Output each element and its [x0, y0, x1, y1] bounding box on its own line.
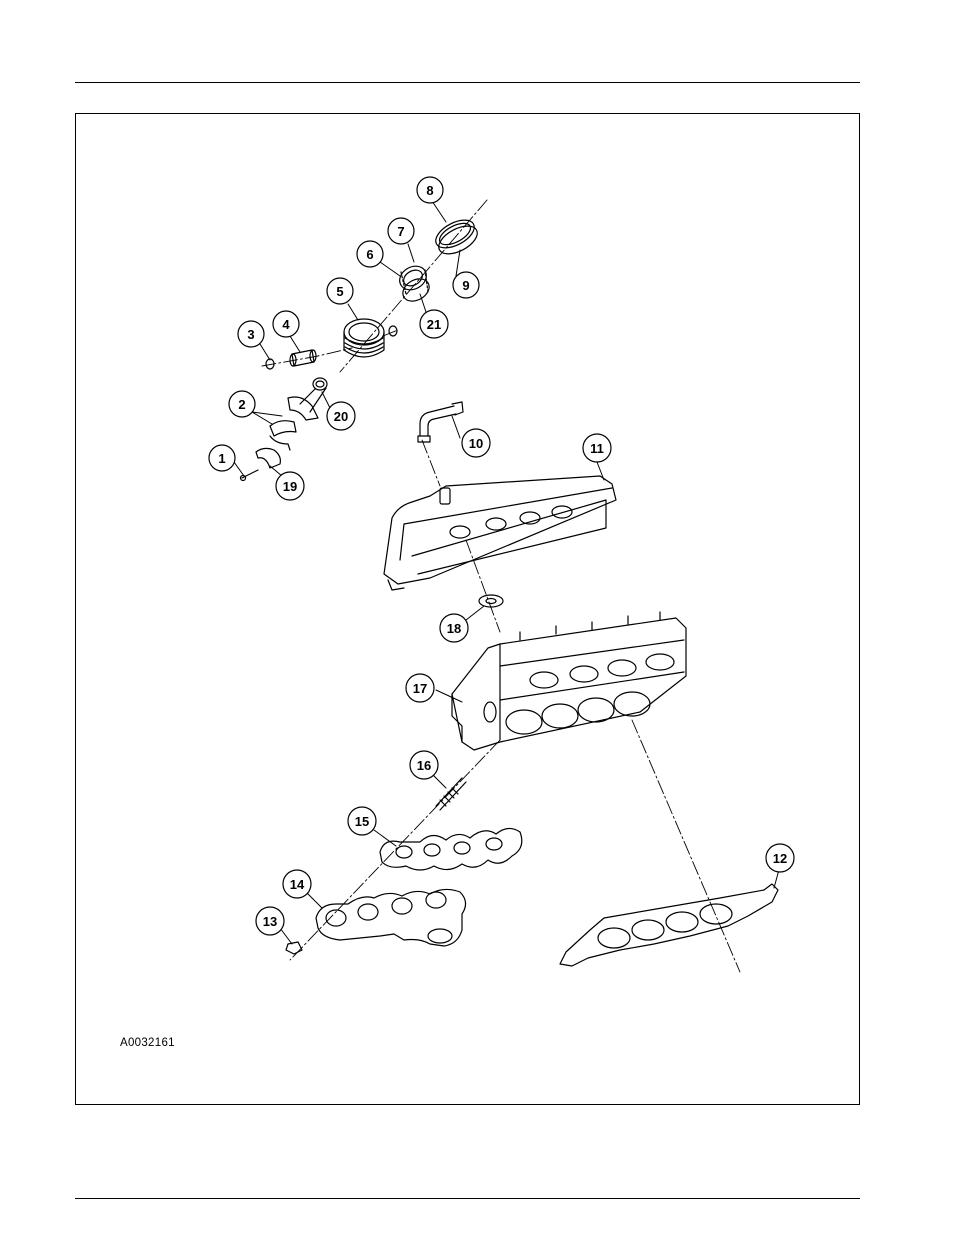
- callout-7-label: 7: [397, 224, 404, 239]
- piston: [344, 319, 384, 357]
- callout-18: 18: [440, 614, 468, 642]
- callout-13: 13: [256, 907, 284, 935]
- oil-seal: [479, 595, 503, 607]
- callout-4-label: 4: [282, 317, 290, 332]
- callout-15-label: 15: [355, 814, 369, 829]
- callout-2: 2: [229, 391, 255, 417]
- callout-1-label: 1: [218, 451, 225, 466]
- callout-11: 11: [583, 434, 611, 462]
- callout-10-label: 10: [469, 436, 483, 451]
- piston-ring-stack: [395, 261, 433, 305]
- axis-lines: [262, 200, 740, 972]
- callout-6: 6: [357, 241, 383, 267]
- callout-21: 21: [420, 310, 448, 338]
- callout-19: 19: [276, 472, 304, 500]
- callout-20-label: 20: [334, 409, 348, 424]
- callout-14: 14: [283, 870, 311, 898]
- callouts: 1 2 3 4 5 6 7 8 9 10 11 12 13 14 15 16 1…: [209, 177, 794, 935]
- callout-1: 1: [209, 445, 235, 471]
- callout-2-label: 2: [238, 397, 245, 412]
- figure-id: A0032161: [120, 1037, 175, 1049]
- callout-15: 15: [348, 807, 376, 835]
- piston-pin: [290, 350, 316, 366]
- callout-18-label: 18: [447, 621, 461, 636]
- callout-9: 9: [453, 272, 479, 298]
- callout-19-label: 19: [283, 479, 297, 494]
- callout-14-label: 14: [290, 877, 305, 892]
- callout-9-label: 9: [462, 278, 469, 293]
- callout-16: 16: [410, 751, 438, 779]
- callout-20: 20: [327, 402, 355, 430]
- breather-hose: [418, 402, 463, 442]
- callout-10: 10: [462, 429, 490, 457]
- callout-3: 3: [238, 321, 264, 347]
- callout-7: 7: [388, 218, 414, 244]
- callout-17: 17: [406, 674, 434, 702]
- callout-12-label: 12: [773, 851, 787, 866]
- callout-6-label: 6: [366, 247, 373, 262]
- leader-lines: [234, 201, 780, 944]
- callout-4: 4: [273, 311, 299, 337]
- cylinder-head: [452, 612, 686, 750]
- exhaust-manifold: [316, 889, 466, 946]
- callout-5: 5: [327, 278, 353, 304]
- piston-rings-upper: [431, 214, 481, 259]
- manifold-gasket: [380, 828, 522, 870]
- valve-cover: [384, 476, 616, 590]
- callout-16-label: 16: [417, 758, 431, 773]
- connecting-rod: [288, 378, 327, 420]
- callout-13-label: 13: [263, 914, 277, 929]
- callout-5-label: 5: [336, 284, 343, 299]
- callout-11-label: 11: [590, 441, 604, 456]
- callout-8-label: 8: [426, 183, 433, 198]
- head-gasket: [560, 884, 778, 966]
- callout-8: 8: [417, 177, 443, 203]
- manifold-nut: [286, 942, 302, 954]
- bearing-shells: [270, 421, 296, 450]
- callout-21-label: 21: [427, 317, 441, 332]
- bearing-cap: [256, 448, 280, 468]
- callout-3-label: 3: [247, 327, 254, 342]
- callout-17-label: 17: [413, 681, 427, 696]
- callout-12: 12: [766, 844, 794, 872]
